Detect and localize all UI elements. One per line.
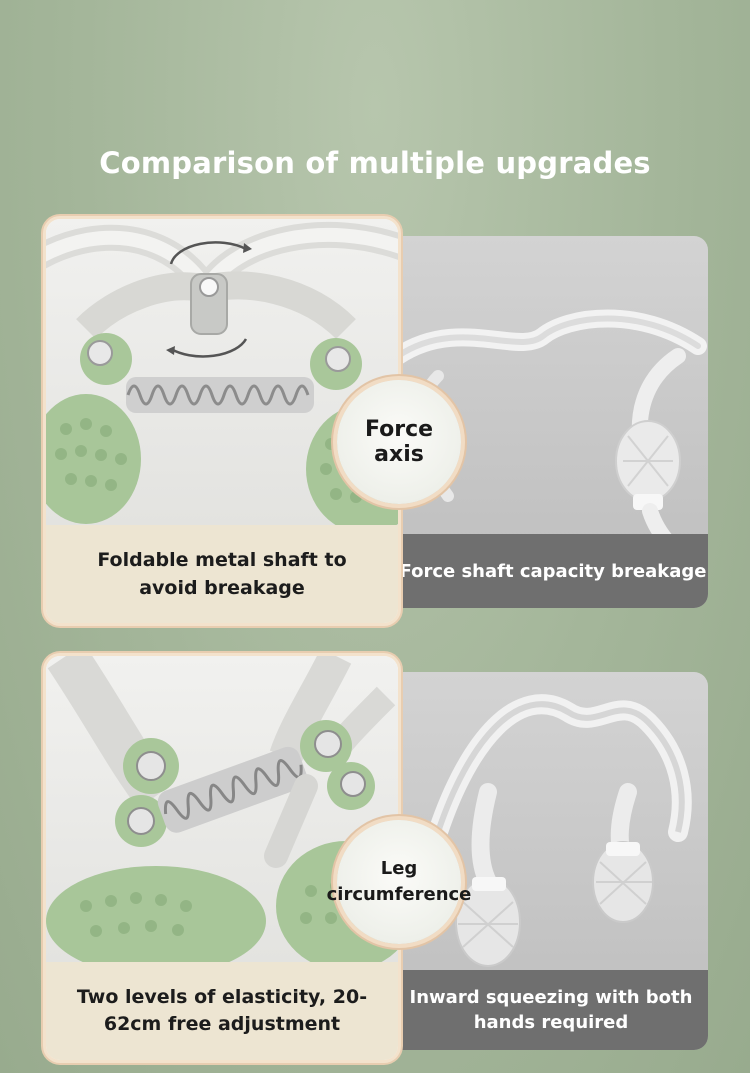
product-photo-foldable-shaft: [46, 219, 398, 525]
product-photo-elasticity: [46, 656, 398, 962]
page-title: Comparison of multiple upgrades: [99, 146, 651, 180]
badge-leg-line2: circumference: [326, 884, 472, 905]
rotate-arrows-icon: [166, 241, 252, 358]
old-squeezing-illustration: [428, 694, 692, 967]
comparison-panel-new-elasticity: Two levels of elasticity, 20-62cm free a…: [46, 656, 398, 1060]
badge-force-axis: Force axis: [337, 380, 461, 504]
comparison-panel-old-force-shaft: Force shaft capacity breakage: [378, 236, 708, 608]
old-massager-illustration: [389, 309, 707, 574]
badge-leg-circumference: Leg circumference: [327, 820, 471, 944]
right-caption-2: Inward squeezing with both hands require…: [378, 970, 708, 1050]
left-caption-2: Two levels of elasticity, 20-62cm free a…: [46, 962, 398, 1060]
badge-leg-line1: Leg: [380, 858, 418, 879]
right-caption-1: Force shaft capacity breakage: [378, 534, 708, 608]
left-caption-1: Foldable metal shaft to avoid breakage: [46, 525, 398, 623]
